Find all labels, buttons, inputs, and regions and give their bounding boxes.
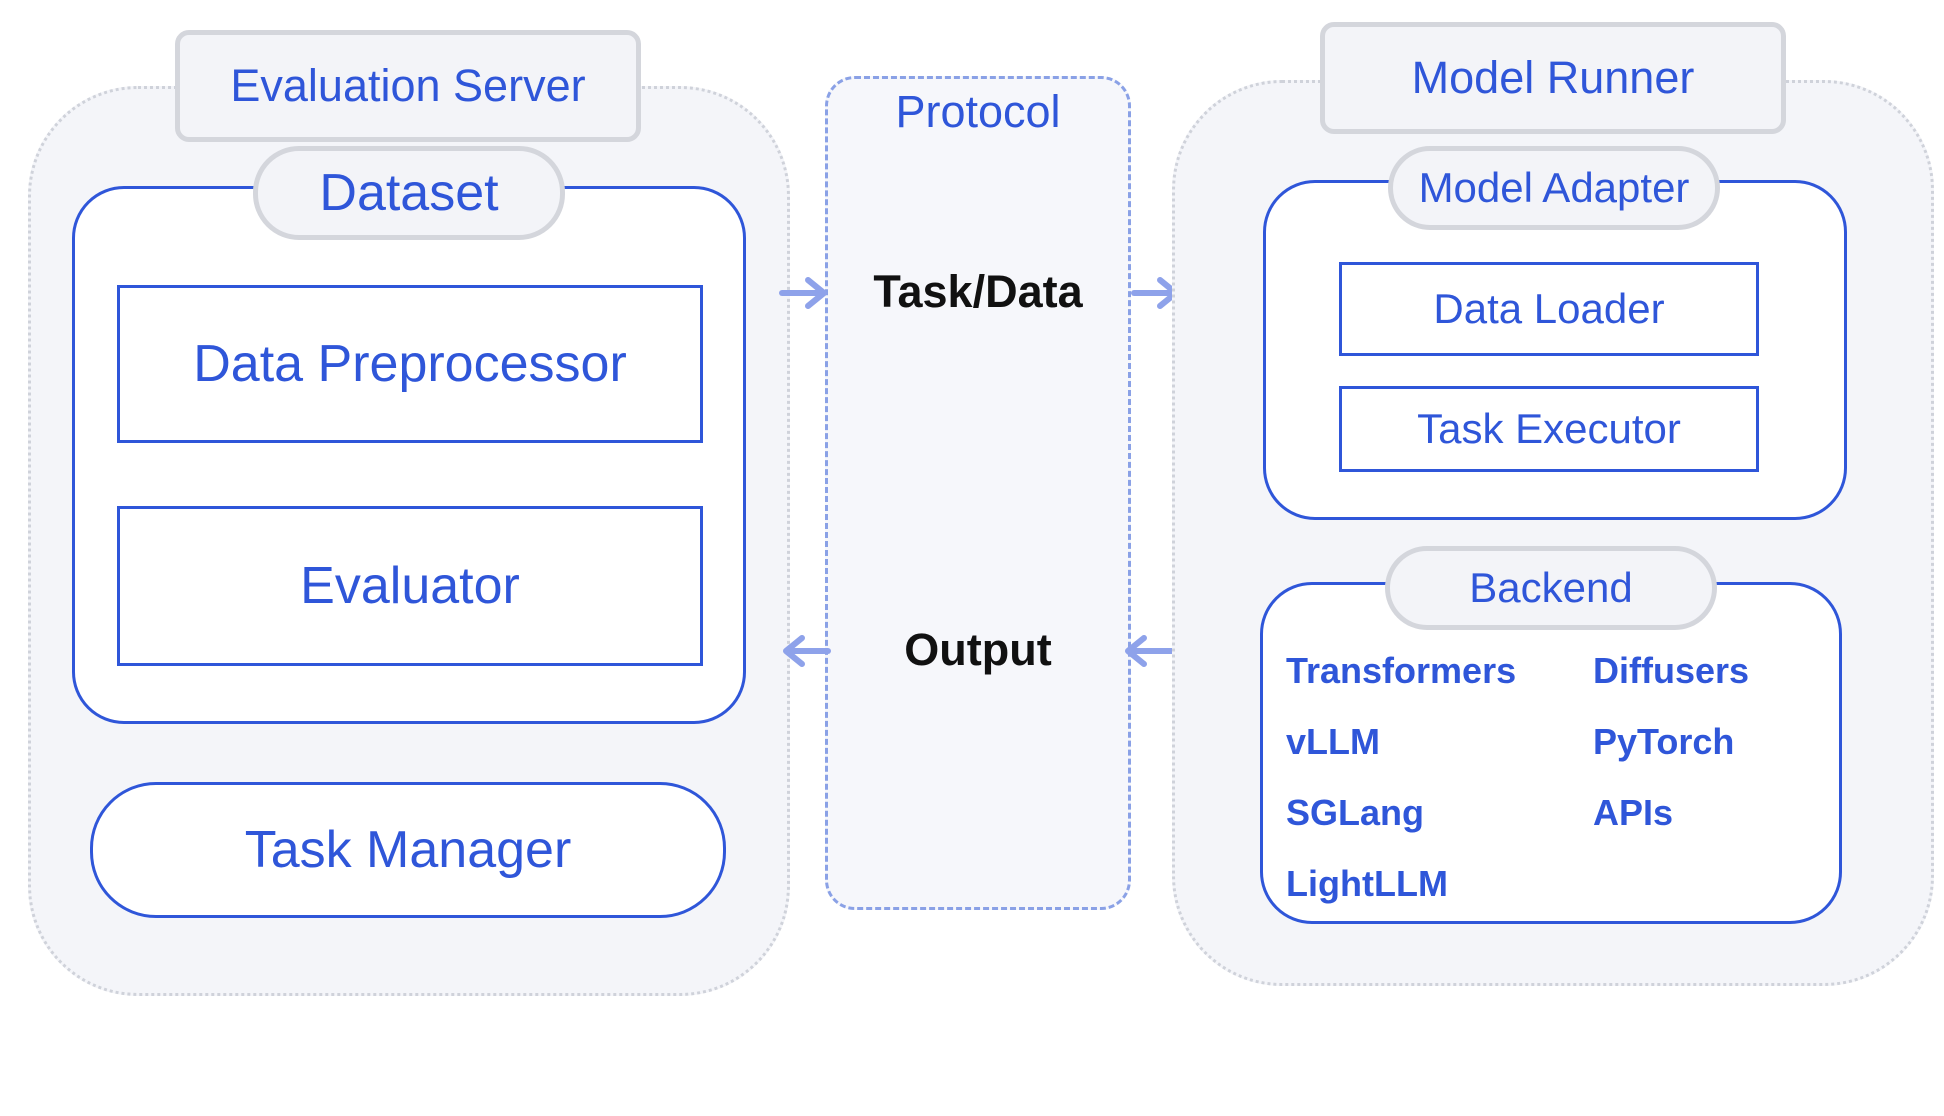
backend-label: Backend (1385, 546, 1717, 630)
left-arrow-icon (1125, 635, 1175, 667)
model-adapter-label: Model Adapter (1388, 146, 1720, 230)
data-loader-box: Data Loader (1339, 262, 1759, 356)
evaluation-server-title: Evaluation Server (175, 30, 641, 142)
model-runner-title: Model Runner (1320, 22, 1786, 134)
protocol-title: Protocol (895, 86, 1061, 137)
evaluator-box: Evaluator (117, 506, 703, 666)
backend-group (1260, 582, 1842, 924)
data-loader-text: Data Loader (1433, 285, 1665, 332)
left-arrow-icon (783, 635, 831, 667)
backend-item-apis: APIs (1593, 792, 1674, 833)
dataset-label: Dataset (253, 146, 565, 240)
backend-item-vllm: vLLM (1286, 721, 1380, 762)
task-manager-box: Task Manager (90, 782, 726, 918)
backend-item-pytorch: PyTorch (1593, 721, 1735, 762)
protocol-panel (825, 76, 1131, 910)
model-runner-title-text: Model Runner (1411, 52, 1695, 103)
data-preprocessor-text: Data Preprocessor (193, 335, 627, 393)
task-manager-text: Task Manager (244, 821, 572, 879)
backend-label-text: Backend (1469, 564, 1633, 611)
backend-item-sglang: SGLang (1286, 792, 1425, 833)
task-executor-box: Task Executor (1339, 386, 1759, 472)
right-arrow-icon (1131, 277, 1179, 309)
backend-item-lightllm: LightLLM (1286, 863, 1448, 904)
evaluator-text: Evaluator (300, 557, 520, 615)
data-preprocessor-box: Data Preprocessor (117, 285, 703, 443)
backend-item-transformers: Transformers (1286, 650, 1517, 691)
task-executor-text: Task Executor (1417, 405, 1681, 452)
evaluation-server-title-text: Evaluation Server (230, 60, 586, 111)
dataset-label-text: Dataset (319, 164, 499, 222)
task-data-label: Task/Data (873, 266, 1083, 317)
backend-item-diffusers: Diffusers (1593, 650, 1750, 691)
output-label: Output (904, 624, 1052, 675)
model-adapter-label-text: Model Adapter (1418, 164, 1690, 211)
